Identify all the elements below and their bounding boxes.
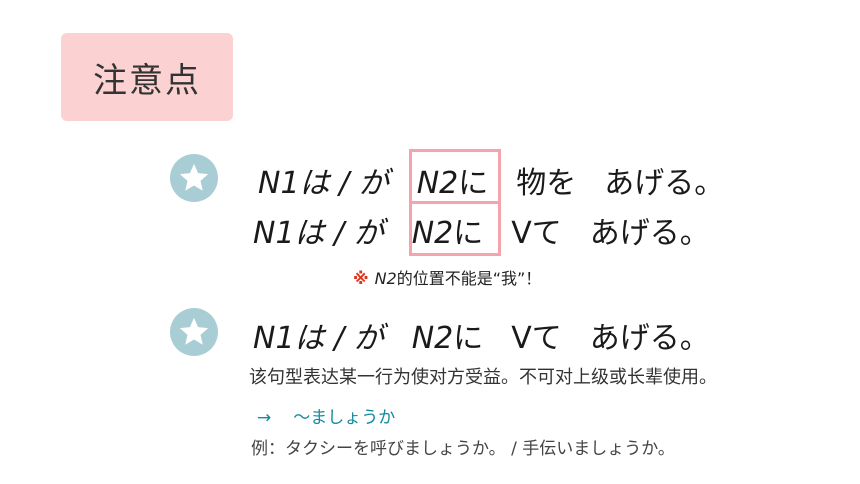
example: 例：タクシーを呼びましょうか。 / 手伝いましょうか。 bbox=[251, 439, 675, 459]
pattern-object: N2に bbox=[416, 166, 489, 201]
pattern-subject: N1は / が bbox=[253, 216, 384, 251]
page-title: 注意点 bbox=[93, 60, 201, 101]
note-mark: ※ bbox=[353, 269, 369, 288]
note-text: 的位置不能是“我”！ bbox=[396, 269, 542, 288]
note-n: N2 bbox=[374, 269, 397, 288]
star-shape bbox=[179, 317, 209, 345]
pattern-line-3: N1は / が N2に Vてあげる。 bbox=[253, 313, 710, 357]
pattern-line-1: N1は / が N2に物をあげる。 bbox=[258, 158, 724, 202]
pattern-object: N2に bbox=[411, 216, 484, 251]
pattern-subject: N1は / が bbox=[253, 321, 384, 356]
pattern-subject: N1は / が bbox=[258, 166, 389, 201]
pattern-thing: 物を bbox=[516, 166, 577, 201]
pattern-vte: Vて bbox=[511, 321, 562, 356]
pattern-vte: Vて bbox=[511, 216, 562, 251]
pattern-verb: あげる。 bbox=[589, 321, 710, 356]
alternative-text: ～ましょうか bbox=[293, 408, 396, 428]
pattern-object: N2に bbox=[411, 321, 484, 356]
arrow-icon: → bbox=[257, 408, 272, 428]
description: 该句型表达某一行为使对方受益。不可对上级或长辈使用。 bbox=[249, 367, 717, 388]
star-icon bbox=[170, 308, 218, 356]
star-icon bbox=[170, 154, 218, 202]
pattern-line-2: N1は / が N2に Vてあげる。 bbox=[253, 208, 710, 252]
title-box: 注意点 bbox=[61, 33, 233, 121]
highlight-divider bbox=[409, 201, 501, 204]
alternative-line: → ～ましょうか bbox=[257, 403, 395, 428]
note: ※ N2的位置不能是“我”！ bbox=[353, 265, 541, 289]
pattern-verb: あげる。 bbox=[604, 166, 725, 201]
pattern-verb: あげる。 bbox=[589, 216, 710, 251]
star-shape bbox=[179, 163, 209, 191]
